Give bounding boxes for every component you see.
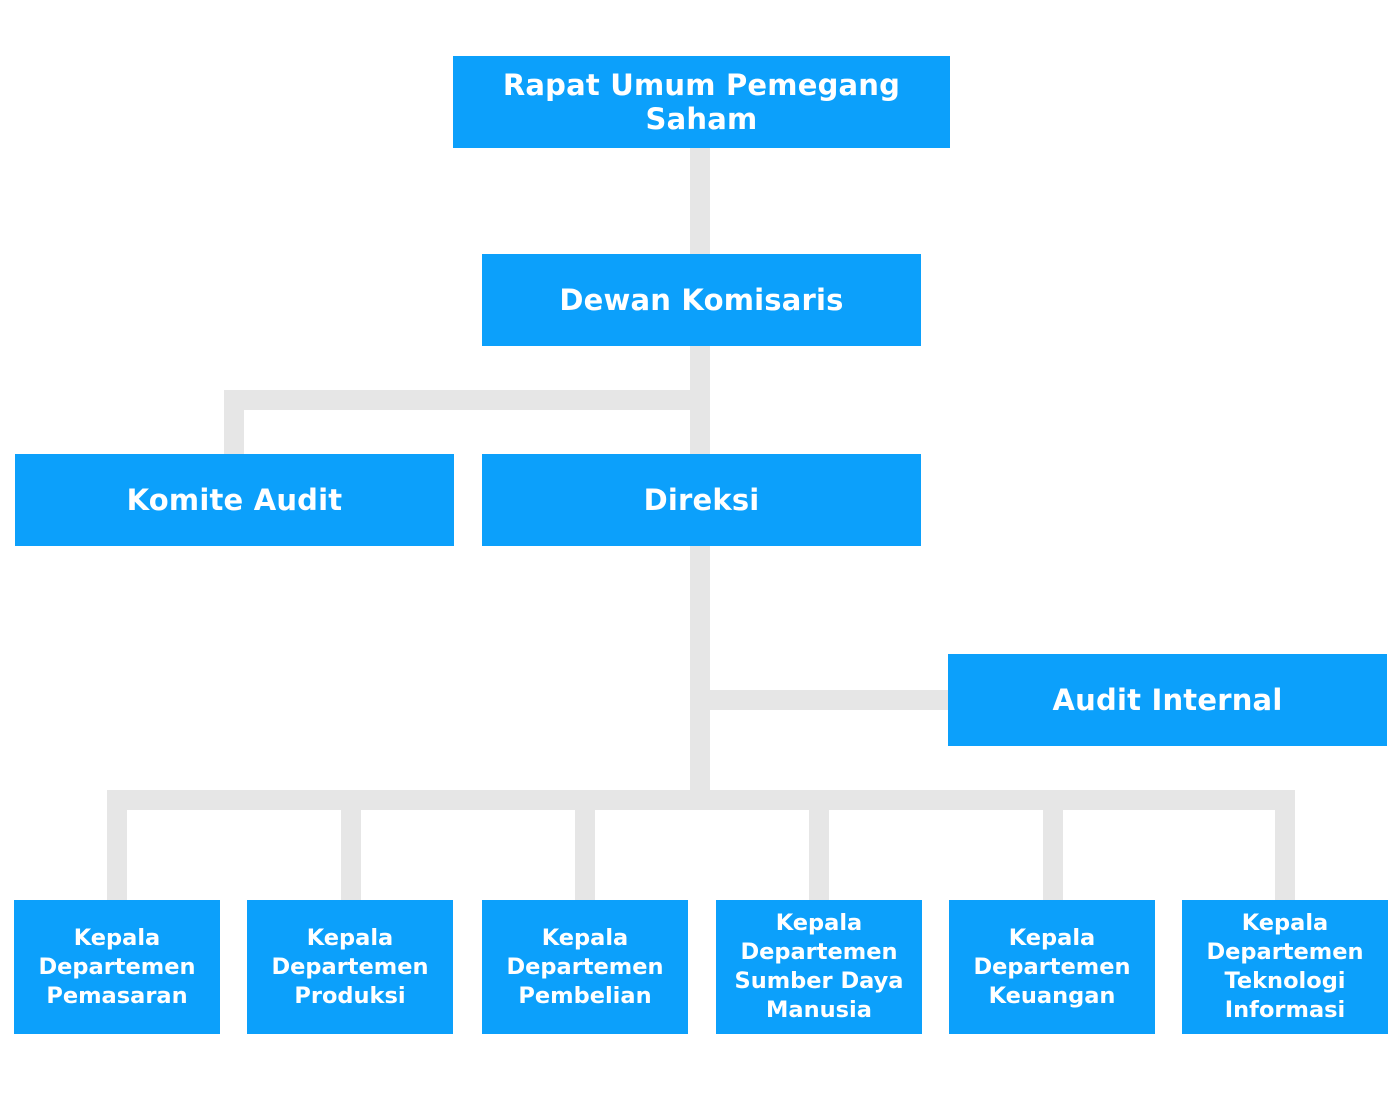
node-kepala-departemen-ti: Kepala Departemen Teknologi Informasi bbox=[1182, 900, 1388, 1034]
node-direksi: Direksi bbox=[482, 454, 921, 546]
node-kepala-departemen-keuangan: Kepala Departemen Keuangan bbox=[949, 900, 1155, 1034]
connector-audit-internal bbox=[690, 690, 948, 710]
node-label: Komite Audit bbox=[126, 483, 343, 517]
node-label: Kepala Departemen Pemasaran bbox=[38, 924, 196, 1009]
node-kepala-departemen-produksi: Kepala Departemen Produksi bbox=[247, 900, 453, 1034]
node-dewan-komisaris: Dewan Komisaris bbox=[482, 254, 921, 346]
connector-drop-produksi bbox=[341, 790, 361, 900]
node-label: Direksi bbox=[643, 483, 760, 517]
node-label: Kepala Departemen Pembelian bbox=[506, 924, 664, 1009]
connector-drop-keuangan bbox=[1043, 790, 1063, 900]
connector-drop-pemasaran bbox=[107, 790, 127, 900]
node-label: Kepala Departemen Teknologi Informasi bbox=[1206, 910, 1364, 1023]
node-rapat-umum-pemegang-saham: Rapat Umum Pemegang Saham bbox=[453, 56, 950, 148]
node-label: Kepala Departemen Produksi bbox=[271, 924, 429, 1009]
connector-drop-pembelian bbox=[575, 790, 595, 900]
node-label: Audit Internal bbox=[1052, 683, 1283, 717]
node-label: Dewan Komisaris bbox=[559, 283, 844, 317]
node-kepala-departemen-pemasaran: Kepala Departemen Pemasaran bbox=[14, 900, 220, 1034]
node-komite-audit: Komite Audit bbox=[15, 454, 454, 546]
node-audit-internal: Audit Internal bbox=[948, 654, 1387, 746]
node-label: Kepala Departemen Sumber Daya Manusia bbox=[734, 910, 904, 1023]
node-kepala-departemen-pembelian: Kepala Departemen Pembelian bbox=[482, 900, 688, 1034]
node-label: Rapat Umum Pemegang Saham bbox=[502, 68, 901, 136]
connector-horizontal-komite bbox=[224, 390, 710, 410]
connector-drop-sdm bbox=[809, 790, 829, 900]
connector-komite-drop bbox=[224, 390, 244, 454]
connector-direksi-main bbox=[690, 546, 710, 800]
node-kepala-departemen-sdm: Kepala Departemen Sumber Daya Manusia bbox=[716, 900, 922, 1034]
node-label: Kepala Departemen Keuangan bbox=[973, 924, 1131, 1009]
connector-rups-dewan bbox=[690, 148, 710, 254]
connector-drop-ti bbox=[1275, 790, 1295, 900]
connector-horizontal-departments bbox=[107, 790, 1295, 810]
